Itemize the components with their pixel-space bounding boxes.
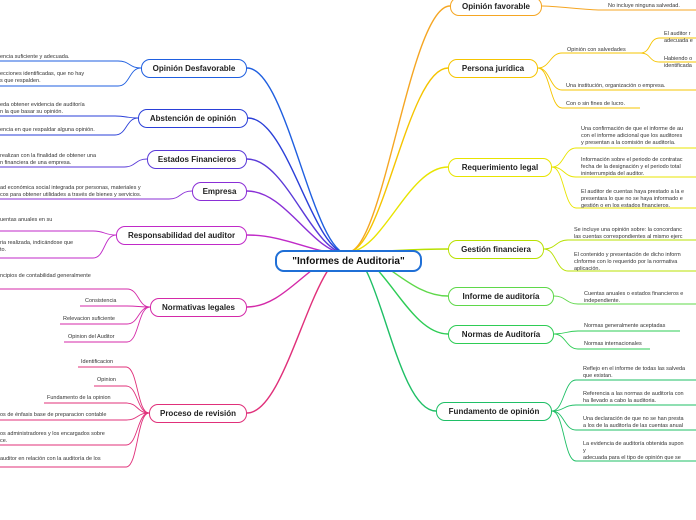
node-normativas-legales[interactable]: Normativas legales: [150, 298, 247, 317]
leaf-connector: [0, 190, 193, 200]
leaf-connector: [44, 402, 150, 414]
leaf-text: encia en que respaldar alguna opinión.: [0, 127, 95, 133]
leaf-connector: [553, 333, 650, 350]
leaf-text: realizan con la finalidad de obtener una…: [0, 153, 97, 166]
leaf-connector: [551, 147, 696, 168]
leaf-text: Normas internacionales: [584, 341, 642, 347]
leaf-connector: [0, 117, 139, 136]
leaf-text: ad económica social integrada por person…: [0, 185, 142, 198]
node-persona-juridica[interactable]: Persona jurídica: [448, 59, 538, 78]
node-fundamento-de-opinion[interactable]: Fundamento de opinión: [436, 402, 552, 421]
branch-connector: [347, 5, 451, 253]
leaf-text: os administradores y los encargados sobr…: [0, 431, 105, 444]
leaf-connector: [639, 52, 696, 63]
leaf-text: Identificacion: [81, 359, 114, 365]
leaf-text: Una declaración de que no se han presta …: [583, 416, 684, 429]
leaf-connector: [0, 230, 117, 236]
node-normas-de-auditoria[interactable]: Normas de Auditoría: [448, 325, 554, 344]
leaf-text: Opinion del Auditor: [68, 334, 115, 340]
leaf-text: Normas generalmente aceptadas: [584, 323, 666, 329]
leaf-text: ncipios de contabilidad generalmente: [0, 273, 91, 279]
leaf-text: auditor en relación con la auditoría de …: [0, 456, 101, 462]
leaf-connector: [551, 404, 696, 412]
node-responsabilidad-auditor[interactable]: Responsabilidad del auditor: [116, 226, 247, 245]
leaf-connector: [0, 412, 150, 468]
leaf-connector: [543, 248, 696, 272]
leaf-text: Consistencia: [85, 298, 117, 304]
leaf-text: Opinion: [97, 377, 116, 383]
leaf-text: Una confirmación de que el informe de au…: [581, 126, 684, 146]
node-estados-financieros[interactable]: Estados Financieros: [147, 150, 247, 169]
leaf-text: ria realizada, indicándose que to.: [0, 240, 74, 253]
node-empresa[interactable]: Empresa: [192, 182, 247, 201]
leaf-text: Relevacion suficiente: [63, 316, 115, 322]
leaf-connector: [0, 234, 117, 259]
leaf-connector: [541, 5, 696, 11]
leaf-connector: [0, 115, 139, 119]
leaf-connector: [0, 60, 142, 69]
branch-connector: [347, 251, 437, 412]
leaf-connector: [78, 366, 150, 414]
leaf-connector: [553, 295, 696, 305]
node-requerimiento-legal[interactable]: Requerimiento legal: [448, 158, 552, 177]
leaf-connector: [0, 288, 151, 308]
leaf-connector: [551, 410, 696, 431]
leaf-text: ecciones identificadas, que no hay s que…: [0, 71, 85, 84]
leaf-text: os de énfasis base de preparacion contab…: [0, 412, 107, 418]
leaf-text: Información sobre el periodo de contrata…: [581, 157, 683, 177]
leaf-text: El contenido y presentación de dicho inf…: [574, 252, 681, 272]
leaf-text: La evidencia de auditoría obtenida supon…: [583, 441, 684, 461]
leaf-connector: [0, 158, 148, 168]
leaf-text: No incluye ninguna salvedad.: [608, 3, 680, 9]
leaf-text: encia suficiente y adecuada.: [0, 54, 70, 60]
branch-connector: [247, 117, 349, 255]
leaf-connector: [551, 166, 696, 209]
leaf-text: Con o sin fines de lucro.: [566, 101, 626, 107]
node-informe-de-auditoria[interactable]: Informe de auditoría: [448, 287, 554, 306]
node-proceso-de-revision[interactable]: Proceso de revisión: [149, 404, 247, 423]
leaf-text: Fundamento de la opinion: [47, 395, 111, 401]
root-node[interactable]: "Informes de Auditoria": [275, 250, 422, 272]
leaf-text: Se incluye una opinión sobre: la concord…: [574, 227, 683, 240]
node-opinion-desfavorable[interactable]: Opinión Desfavorable: [141, 59, 247, 78]
leaf-text: eda obtener evidencia de auditoría n la …: [0, 102, 85, 115]
leaf-text: Opinión con salvedades: [567, 47, 626, 53]
leaf-connector: [553, 330, 680, 335]
node-abstencion-de-opinion[interactable]: Abstención de opinión: [138, 109, 248, 128]
leaf-text: Una institución, organización o empresa.: [566, 83, 666, 89]
node-opinion-favorable[interactable]: Opinión favorable: [450, 0, 542, 16]
leaf-connector: [80, 305, 151, 308]
leaf-text: El auditor de cuentas haya prestado a la…: [581, 189, 685, 209]
leaf-connector: [551, 166, 696, 178]
leaf-connector: [551, 379, 696, 412]
leaf-connector: [0, 412, 150, 421]
leaf-connector: [0, 67, 142, 87]
branch-connector: [246, 158, 349, 255]
node-gestion-financiera[interactable]: Gestión financiera: [448, 240, 544, 259]
leaf-connector: [543, 239, 696, 250]
branch-connector: [246, 253, 349, 414]
leaf-connector: [94, 385, 150, 414]
branch-connector: [246, 67, 349, 255]
leaf-text: Cuentas anuales o estados financieros e …: [584, 291, 684, 304]
leaf-connector: [64, 306, 151, 343]
leaf-text: Referencia a las normas de auditoría con…: [583, 391, 684, 404]
leaf-text: uentas anuales en su: [0, 217, 53, 223]
leaf-text: El auditor r adecuada e: [664, 31, 693, 44]
leaf-connector: [551, 410, 696, 462]
leaf-connector: [639, 37, 696, 54]
leaf-connector: [537, 52, 640, 69]
branch-connector: [347, 67, 449, 253]
leaf-connector: [537, 67, 640, 109]
leaf-text: Habiendo o identificada: [664, 56, 693, 69]
leaf-text: Reflejo en el informe de todas las salve…: [583, 366, 686, 379]
branch-connector: [347, 166, 449, 253]
